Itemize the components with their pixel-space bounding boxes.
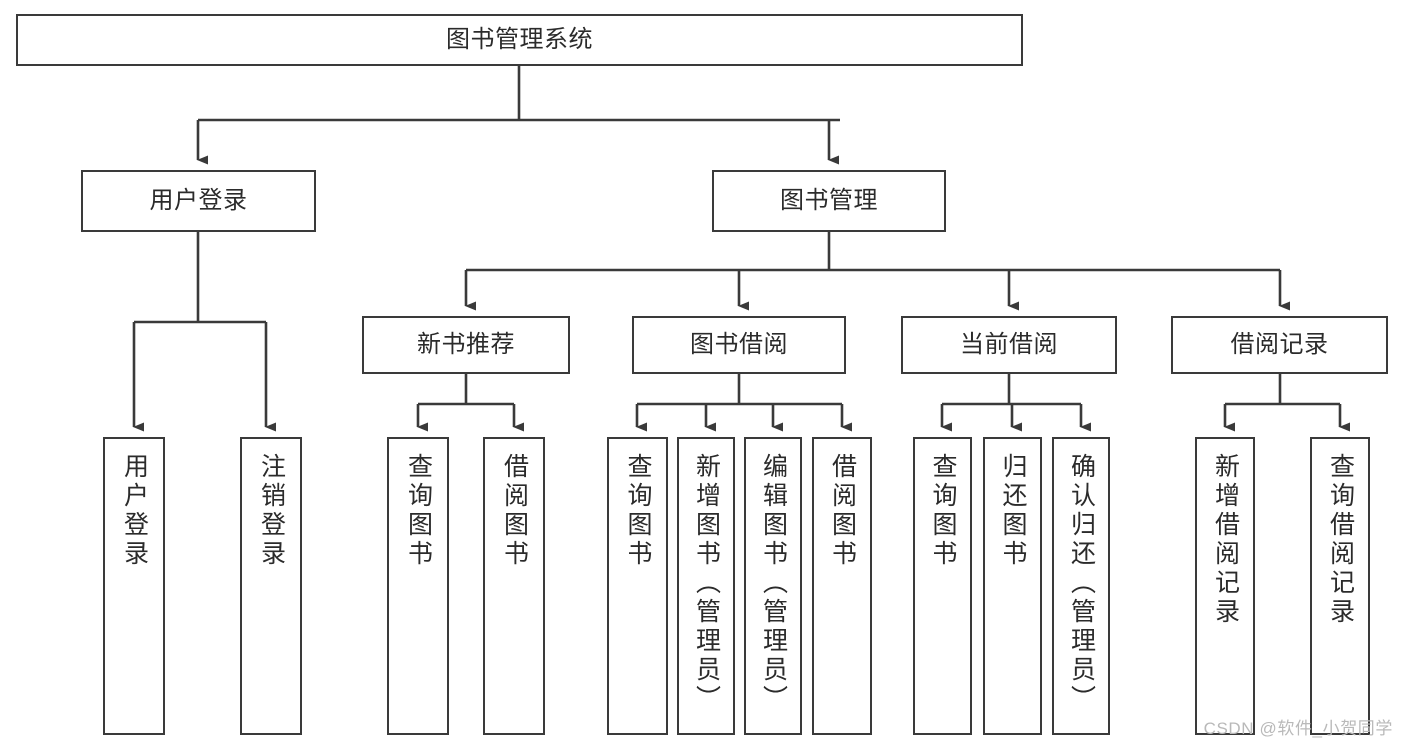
node-label: 借阅图书 (828, 453, 857, 569)
node-root-library-management-system[interactable]: 图书管理系统 (16, 14, 1023, 66)
leaf-new-book-query-books[interactable]: 查询图书 (387, 437, 449, 735)
leaf-new-book-borrow-books[interactable]: 借阅图书 (483, 437, 545, 735)
leaf-current-borrow-return-books[interactable]: 归还图书 (983, 437, 1042, 735)
leaf-user-login-signout[interactable]: 注销登录 (240, 437, 302, 735)
csdn-watermark: CSDN @软件_小贺同学 (1203, 719, 1393, 738)
node-label: 归还图书 (999, 453, 1027, 569)
leaf-book-borrow-edit-book-admin[interactable]: 编辑图书（管理员） (744, 437, 802, 735)
node-label: 新增图书（管理员） (692, 453, 721, 714)
node-current-borrowing[interactable]: 当前借阅 (901, 316, 1117, 374)
node-borrowing-record[interactable]: 借阅记录 (1171, 316, 1388, 374)
leaf-borrow-record-query-record[interactable]: 查询借阅记录 (1310, 437, 1370, 735)
node-label: 查询图书 (624, 453, 652, 569)
node-label: 借阅记录 (1230, 330, 1329, 358)
node-label: 用户登录 (149, 186, 248, 214)
node-label: 新增借阅记录 (1211, 453, 1240, 627)
node-label: 查询图书 (404, 453, 433, 569)
node-label: 用户登录 (120, 453, 149, 569)
leaf-user-login-signin[interactable]: 用户登录 (103, 437, 165, 735)
node-label: 注销登录 (257, 453, 286, 569)
leaf-current-borrow-query-books[interactable]: 查询图书 (913, 437, 972, 735)
leaf-book-borrow-borrow-books[interactable]: 借阅图书 (812, 437, 872, 735)
leaf-book-borrow-add-book-admin[interactable]: 新增图书（管理员） (677, 437, 735, 735)
node-label: 新书推荐 (417, 330, 515, 358)
node-label: 当前借阅 (960, 330, 1058, 358)
node-label: 图书管理 (780, 186, 878, 214)
node-book-borrowing[interactable]: 图书借阅 (632, 316, 846, 374)
node-label: 借阅图书 (500, 453, 529, 569)
leaf-borrow-record-add-record[interactable]: 新增借阅记录 (1195, 437, 1255, 735)
node-label: 图书管理系统 (446, 25, 593, 53)
node-label: 编辑图书（管理员） (759, 453, 788, 714)
node-new-book-recommendation[interactable]: 新书推荐 (362, 316, 570, 374)
node-user-login[interactable]: 用户登录 (81, 170, 316, 232)
node-label: 查询图书 (929, 453, 957, 569)
leaf-current-borrow-confirm-return-admin[interactable]: 确认归还（管理员） (1052, 437, 1110, 735)
leaf-book-borrow-query-books[interactable]: 查询图书 (607, 437, 668, 735)
node-label: 查询借阅记录 (1326, 453, 1355, 627)
node-label: 图书借阅 (690, 330, 788, 358)
node-label: 确认归还（管理员） (1067, 453, 1096, 714)
node-book-management[interactable]: 图书管理 (712, 170, 946, 232)
